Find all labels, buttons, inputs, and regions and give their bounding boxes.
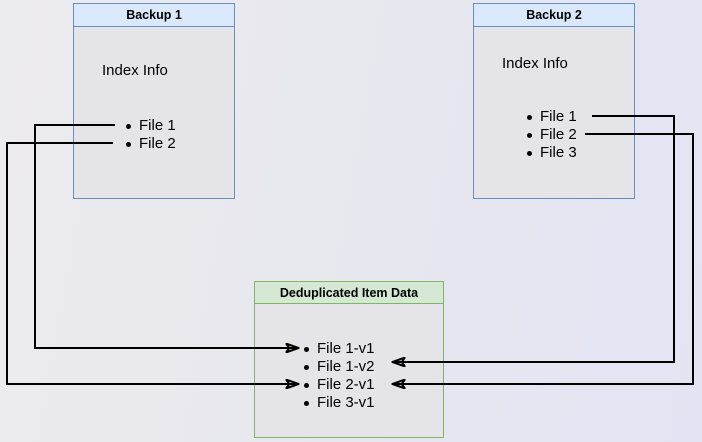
bullet-icon xyxy=(527,150,532,156)
bullet-icon xyxy=(304,346,309,352)
bullet-icon xyxy=(527,114,532,120)
dedup-item-label: File 2-v1 xyxy=(317,376,375,393)
backup2-file-label: File 1 xyxy=(540,108,577,125)
backup2-file-label: File 2 xyxy=(540,126,577,143)
backup1-file-item: File 2 xyxy=(126,135,176,153)
dedup-item: File 3-v1 xyxy=(304,394,375,412)
bullet-icon xyxy=(527,132,532,138)
backup1-file-list: File 1 File 2 xyxy=(126,117,176,153)
deduplicated-item-data-box: Deduplicated Item Data File 1-v1 File 1-… xyxy=(254,281,444,438)
dedup-item-list: File 1-v1 File 1-v2 File 2-v1 File 3-v1 xyxy=(304,340,375,412)
bullet-icon xyxy=(304,400,309,406)
backup1-file-label: File 2 xyxy=(139,135,176,152)
backup1-box: Backup 1 Index Info File 1 File 2 xyxy=(73,3,235,199)
backup2-file-item: File 1 xyxy=(527,108,577,126)
backup1-file-label: File 1 xyxy=(139,117,176,134)
backup1-index-info-label: Index Info xyxy=(102,62,168,79)
backup2-file-item: File 3 xyxy=(527,144,577,162)
backup2-title: Backup 2 xyxy=(474,4,634,27)
dedup-title: Deduplicated Item Data xyxy=(255,282,443,304)
dedup-item: File 2-v1 xyxy=(304,376,375,394)
backup2-box: Backup 2 Index Info File 1 File 2 File 3 xyxy=(473,3,635,199)
backup1-file-item: File 1 xyxy=(126,117,176,135)
dedup-item-label: File 1-v1 xyxy=(317,340,375,357)
bullet-icon xyxy=(126,123,131,129)
backup2-file-item: File 2 xyxy=(527,126,577,144)
backup1-title: Backup 1 xyxy=(74,4,234,27)
backup2-index-info-label: Index Info xyxy=(502,55,568,72)
bullet-icon xyxy=(304,364,309,370)
dedup-item-label: File 3-v1 xyxy=(317,394,375,411)
dedup-item: File 1-v1 xyxy=(304,340,375,358)
dedup-item: File 1-v2 xyxy=(304,358,375,376)
dedup-item-label: File 1-v2 xyxy=(317,358,375,375)
backup2-file-list: File 1 File 2 File 3 xyxy=(527,108,577,162)
bullet-icon xyxy=(126,141,131,147)
bullet-icon xyxy=(304,382,309,388)
backup2-file-label: File 3 xyxy=(540,144,577,161)
